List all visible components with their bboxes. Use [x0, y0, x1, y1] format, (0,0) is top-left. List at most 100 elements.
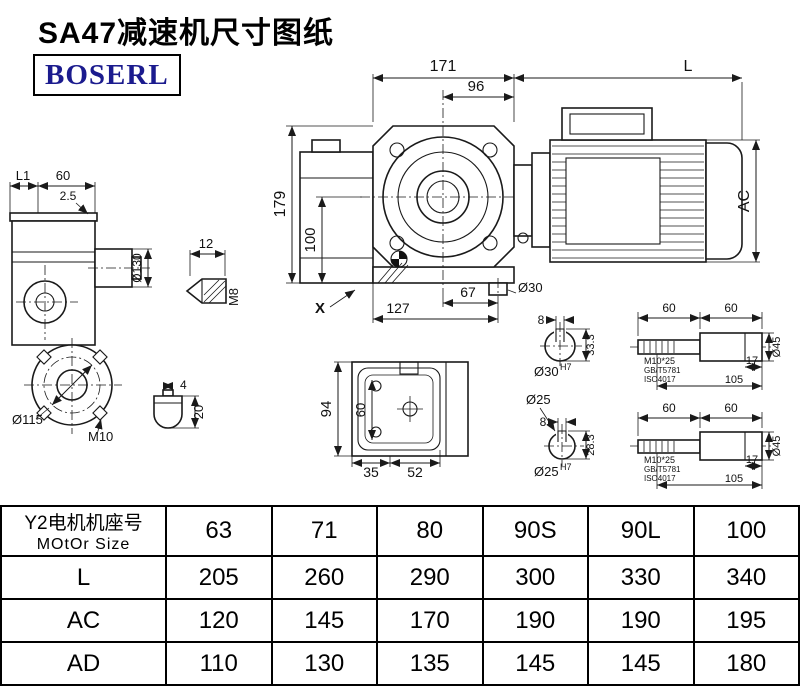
dim-2-5: 2.5 — [60, 189, 77, 203]
cell-AD-4: 145 — [587, 641, 695, 686]
dim-d45-2: Ø45 — [771, 436, 783, 457]
shaft25-side: 60 60 M10*25 GB/T5781 ISO4017 17 105 Ø45 — [630, 401, 783, 489]
cell-AC-2: 170 — [376, 598, 484, 643]
cell-AD-5: 180 — [692, 641, 800, 686]
dim-17-2: 17 — [746, 454, 758, 466]
dim-4: 4 — [180, 378, 187, 392]
dim-M8: M8 — [226, 288, 241, 306]
row-header-en: MOtOr Size — [36, 536, 131, 553]
cell-AC-5: 195 — [692, 598, 800, 643]
dim-60-2: 60 — [724, 301, 738, 315]
dimension-table: Y2电机机座号 MOtOr Size 63 71 80 90S 90L 100 … — [0, 505, 800, 686]
cell-AD-1: 130 — [270, 641, 378, 686]
fan-cover — [705, 142, 743, 260]
thread-std2: ISO4017 — [644, 375, 676, 384]
cell-size-71: 71 — [270, 505, 378, 557]
cell-L-5: 340 — [692, 555, 800, 600]
label-x: X — [315, 300, 325, 317]
pin-shape — [185, 278, 227, 304]
bolt-hole — [389, 142, 405, 158]
dim-100: 100 — [302, 227, 319, 252]
bolt-hole — [389, 235, 405, 251]
table-row-motor-size: Y2电机机座号 MOtOr Size 63 71 80 90S 90L 100 — [0, 505, 800, 557]
front-left-housing — [299, 151, 374, 284]
front-view: 171 96 179 100 67 127 X Ø30 — [272, 58, 548, 323]
dim-12: 12 — [199, 236, 213, 251]
dim-171: 171 — [430, 58, 457, 75]
cell-AD-3: 145 — [481, 641, 589, 686]
cell-L-3: 300 — [481, 555, 589, 600]
row-header-AC: AC — [0, 598, 167, 643]
dim-AC: AC — [736, 190, 753, 212]
dim-L: L — [684, 58, 693, 75]
cell-L-2: 290 — [376, 555, 484, 600]
cell-AC-1: 145 — [270, 598, 378, 643]
dim-96: 96 — [468, 78, 485, 95]
dim-M10: M10 — [88, 429, 113, 444]
pin-detail: 12 M8 — [185, 236, 241, 306]
dim-d130: Ø130 — [130, 253, 144, 283]
dim-60-1: 60 — [662, 301, 676, 315]
dim-105-2: 105 — [725, 473, 743, 485]
dim-d25: Ø25 — [534, 464, 559, 479]
flange-view: Ø115 M10 — [12, 338, 122, 444]
callout-d25: Ø25 — [526, 392, 551, 407]
dim-127: 127 — [386, 300, 410, 316]
technical-drawing: 171 96 179 100 67 127 X Ø30 — [9, 58, 783, 489]
cell-AD-2: 135 — [376, 641, 484, 686]
dim-60-4: 60 — [724, 401, 738, 415]
dim-94: 94 — [318, 401, 335, 418]
brand-logo: BOSERL — [33, 54, 181, 96]
dim-60-3: 60 — [662, 401, 676, 415]
table-row-L: L 205 260 290 300 330 340 — [0, 555, 800, 600]
dim-d115: Ø115 — [12, 412, 43, 427]
cell-size-80: 80 — [376, 505, 484, 557]
dim-60b: 60 — [353, 403, 368, 417]
cell-size-90l: 90L — [587, 505, 695, 557]
dim-179: 179 — [272, 191, 289, 218]
dim-key8b: 8 — [540, 415, 547, 429]
row-header-L: L — [0, 555, 167, 600]
row-header-motor-size: Y2电机机座号 MOtOr Size — [0, 505, 167, 557]
dim-105: 105 — [725, 374, 743, 386]
cell-size-100: 100 — [692, 505, 800, 557]
dim-60: 60 — [56, 168, 70, 183]
dim-d30-tol: H7 — [560, 362, 572, 372]
thread-std1-2: GB/T5781 — [644, 465, 681, 474]
cell-L-0: 205 — [165, 555, 273, 600]
bottom-view: 94 60 35 52 — [318, 361, 469, 480]
dim-52: 52 — [407, 464, 423, 480]
dim-67: 67 — [460, 284, 476, 300]
motor-view: L AC — [513, 58, 760, 263]
plug-shape — [153, 395, 183, 429]
shaft30-bore: 8 33.3 Ø30 H7 — [534, 313, 597, 379]
thread-spec: M10*25 — [644, 356, 675, 366]
table-row-AD: AD 110 130 135 145 145 180 — [0, 641, 800, 686]
plug-detail: 4 20 — [153, 378, 206, 429]
cell-L-1: 260 — [270, 555, 378, 600]
row-header-cn: Y2电机机座号 — [24, 513, 143, 534]
thread-spec-2: M10*25 — [644, 455, 675, 465]
thread-std2-2: ISO4017 — [644, 474, 676, 483]
dim-33-3: 33.3 — [585, 334, 597, 355]
cell-AD-0: 110 — [165, 641, 273, 686]
shaft30-side: 60 60 M10*25 GB/T5781 ISO4017 17 105 Ø45 — [630, 301, 783, 390]
terminal-box — [561, 107, 653, 141]
thread-std1: GB/T5781 — [644, 366, 681, 375]
cell-size-90s: 90S — [481, 505, 589, 557]
dim-17: 17 — [746, 355, 758, 367]
side-view: L1 60 2.5 Ø130 — [9, 168, 152, 346]
dim-L1: L1 — [16, 168, 30, 183]
cell-AC-3: 190 — [481, 598, 589, 643]
cell-AC-0: 120 — [165, 598, 273, 643]
dim-20: 20 — [191, 405, 206, 419]
dim-output-dia: Ø30 — [518, 280, 543, 295]
dim-d30: Ø30 — [534, 364, 559, 379]
page-title: SA47减速机尺寸图纸 — [38, 17, 335, 50]
table-row-AC: AC 120 145 170 190 190 195 — [0, 598, 800, 643]
cell-L-4: 330 — [587, 555, 695, 600]
dim-35: 35 — [363, 464, 379, 480]
dim-d45: Ø45 — [771, 337, 783, 358]
cell-size-63: 63 — [165, 505, 273, 557]
row-header-AD: AD — [0, 641, 167, 686]
